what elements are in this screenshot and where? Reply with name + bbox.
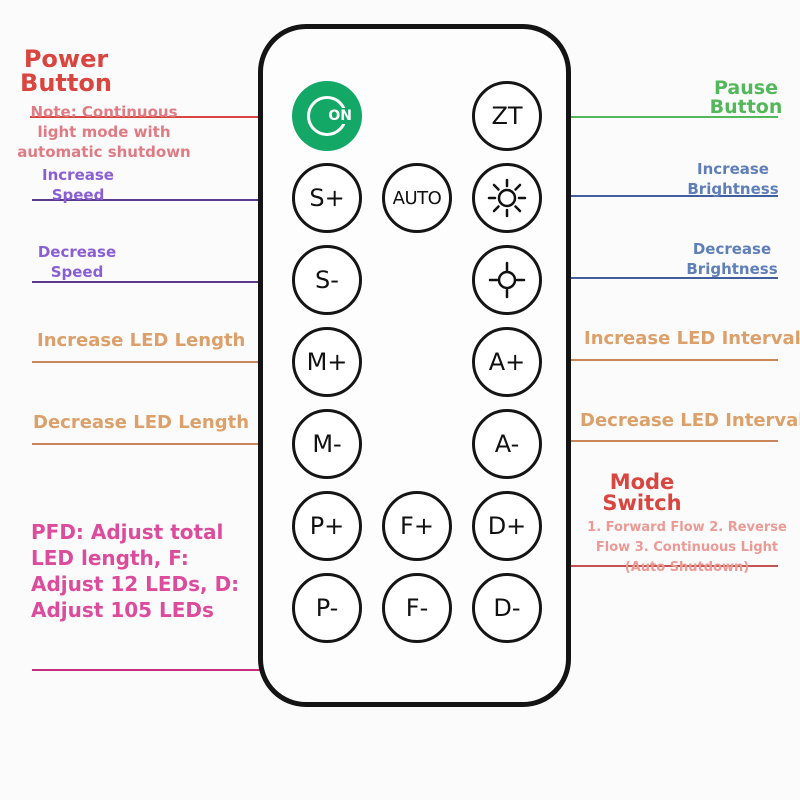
f-up-label: F+ xyxy=(400,512,434,540)
length-down-button[interactable]: M- xyxy=(292,409,362,479)
pfd-text: PFD: Adjust total LED length, F: Adjust … xyxy=(31,520,240,622)
power-title: Power Button xyxy=(20,45,112,98)
sun-dim-icon xyxy=(488,261,526,299)
interval-down-label: A- xyxy=(494,430,520,458)
brightness-down-button[interactable] xyxy=(472,245,542,315)
speed-up-button[interactable]: S+ xyxy=(292,163,362,233)
power-button-label: ON xyxy=(327,108,353,124)
interval-down-button[interactable]: A- xyxy=(472,409,542,479)
length-up-text: Increase LED Length xyxy=(37,330,246,351)
power-note: Note: Continuous light mode with automat… xyxy=(17,103,191,161)
speed-up-label: S+ xyxy=(309,184,345,212)
speed-up-text: Increase Speed xyxy=(42,166,114,204)
pause-title: Pause Button xyxy=(709,77,783,119)
interval-up-button[interactable]: A+ xyxy=(472,327,542,397)
d-down-label: D- xyxy=(493,594,521,622)
speed-down-button[interactable]: S- xyxy=(292,245,362,315)
f-up-button[interactable]: F+ xyxy=(382,491,452,561)
f-down-label: F- xyxy=(405,594,429,622)
length-up-label: M+ xyxy=(306,348,348,376)
p-up-button[interactable]: P+ xyxy=(292,491,362,561)
interval-down-text: Decrease LED Interval xyxy=(580,410,800,431)
mode-title: Mode Switch xyxy=(602,470,682,516)
length-down-label: M- xyxy=(312,430,342,458)
p-down-button[interactable]: P- xyxy=(292,573,362,643)
speed-down-label: S- xyxy=(315,266,339,294)
brightness-up-text: Increase Brightness xyxy=(687,160,779,198)
pause-button[interactable]: ZT xyxy=(472,81,542,151)
auto-mode-button[interactable]: AUTO xyxy=(382,163,452,233)
speed-down-text: Decrease Speed xyxy=(37,243,117,281)
power-icon: ON xyxy=(307,96,353,136)
auto-mode-label: AUTO xyxy=(392,187,442,209)
d-up-button[interactable]: D+ xyxy=(472,491,542,561)
f-down-button[interactable]: F- xyxy=(382,573,452,643)
sun-bright-icon xyxy=(487,178,527,218)
interval-up-text: Increase LED Interval xyxy=(584,328,800,349)
mode-note: 1. Forward Flow 2. Reverse Flow 3. Conti… xyxy=(587,520,787,575)
pause-button-label: ZT xyxy=(491,102,523,130)
brightness-down-text: Decrease Brightness xyxy=(686,240,778,278)
p-up-label: P+ xyxy=(309,512,345,540)
d-down-button[interactable]: D- xyxy=(472,573,542,643)
d-up-label: D+ xyxy=(487,512,527,540)
length-down-text: Decrease LED Length xyxy=(33,412,250,433)
power-button[interactable]: ON xyxy=(292,81,362,151)
length-up-button[interactable]: M+ xyxy=(292,327,362,397)
brightness-up-button[interactable] xyxy=(472,163,542,233)
interval-up-label: A+ xyxy=(488,348,526,376)
p-down-label: P- xyxy=(315,594,339,622)
